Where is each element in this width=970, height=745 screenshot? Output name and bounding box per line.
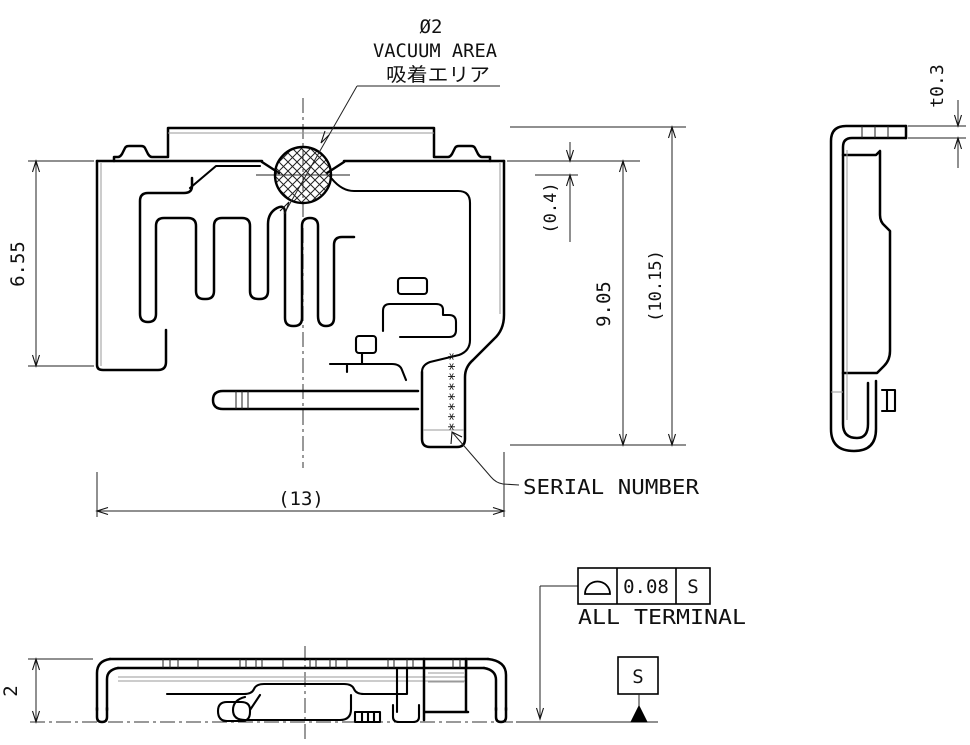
dim-t03: t0.3 <box>927 64 948 107</box>
bottom-thin-lines <box>118 676 466 682</box>
bend-lines <box>100 132 501 366</box>
square-feature <box>354 334 378 355</box>
dim-655: 6.55 <box>7 241 29 287</box>
fcf-datum-ref: S <box>687 576 698 598</box>
dim-905-arrows <box>618 159 628 447</box>
serial-number-label: SERIAL NUMBER <box>523 475 700 499</box>
fcf-leader <box>539 585 578 718</box>
fcf-box <box>577 567 711 605</box>
dim-2-arrows <box>31 657 41 724</box>
fcf-note: ALL TERMINAL <box>578 605 746 629</box>
meander-pattern <box>138 176 356 328</box>
bottom-right-foot <box>494 706 508 724</box>
left-edge-and-foot <box>95 159 168 372</box>
dim-2-lines <box>28 658 93 722</box>
vacuum-arrowhead-top <box>320 130 330 144</box>
vacuum-arrowhead-bottom <box>279 201 290 215</box>
dim-04: (0.4) <box>541 182 561 233</box>
bottom-right-leg <box>482 657 508 712</box>
bottom-center-tray <box>231 693 353 722</box>
side-right-edge <box>841 149 892 375</box>
bottom-left-leg <box>95 657 120 712</box>
bottom-serial-block <box>422 657 470 722</box>
fcf-arrowhead <box>535 707 545 721</box>
dim-1015: (10.15) <box>646 250 666 322</box>
bottom-block-lines <box>428 672 464 683</box>
dim-04-lines <box>507 142 640 242</box>
dim-655-lines <box>28 160 94 367</box>
vacuum-area-circle <box>273 145 333 205</box>
bottom-top-plate <box>108 657 490 670</box>
callout-label-jp: 吸着エリア <box>386 64 490 86</box>
dim-1015-arrows <box>667 125 677 447</box>
bottom-left-foot <box>95 706 109 724</box>
vacuum-leader <box>283 85 500 215</box>
feature-connectors <box>345 351 364 374</box>
dim-t03-lines <box>908 100 966 168</box>
callout-diameter: Ø2 <box>420 16 443 38</box>
profile-of-surface-icon <box>584 580 611 595</box>
dim-1015-lines <box>510 126 686 445</box>
dim-13-lines <box>96 452 505 517</box>
side-outer-left <box>829 124 908 453</box>
callout-label-en: VACUUM AREA <box>373 40 498 62</box>
right-edge-serial-block <box>420 159 506 449</box>
serial-leader <box>451 431 520 486</box>
top-shelf-outline <box>112 126 492 163</box>
side-tab <box>880 388 897 413</box>
dim-905: 9.05 <box>593 281 615 327</box>
fcf-value: 0.08 <box>623 576 669 598</box>
bottom-view: 2 <box>0 646 658 740</box>
bottom-foot-detail-a <box>353 710 382 724</box>
lower-arm <box>211 389 420 411</box>
fcf-dividers <box>616 568 677 604</box>
tolerance-frame: 0.08 S ALL TERMINAL S <box>535 567 746 723</box>
bottom-inner-step <box>165 666 409 696</box>
bottom-foot-detail-b <box>391 666 421 724</box>
dim-04-arrows <box>565 149 575 187</box>
front-view: ******** 6.55 (0.4) 9.05 (10.15) (13) <box>7 85 686 517</box>
dim-905-lines <box>510 161 686 446</box>
datum-box <box>617 656 659 695</box>
dim-t03-arrows <box>953 114 963 150</box>
dim-2: 2 <box>0 685 22 696</box>
dim-13: (13) <box>278 488 324 510</box>
serial-arrowhead <box>450 431 463 445</box>
arm-ticks <box>235 391 249 409</box>
bottom-tabs <box>162 659 468 668</box>
inner-top-left <box>188 164 262 190</box>
side-lip-ticks <box>861 126 889 138</box>
dim-13-arrows <box>95 506 506 516</box>
side-bend-lines <box>831 150 848 420</box>
dim-655-arrows <box>31 159 41 368</box>
serial-marks: ******** <box>440 352 458 432</box>
step-feature <box>381 302 458 339</box>
tab-feature-small <box>396 276 429 296</box>
datum-triangle-icon <box>630 704 648 723</box>
side-inner <box>841 136 908 440</box>
inner-top-right-wall <box>330 177 472 374</box>
datum-label: S <box>632 666 643 688</box>
vacuum-callout: Ø2 VACUUM AREA 吸着エリア <box>373 16 498 86</box>
lower-boundary <box>328 362 408 382</box>
side-view: t0.3 <box>829 64 966 453</box>
